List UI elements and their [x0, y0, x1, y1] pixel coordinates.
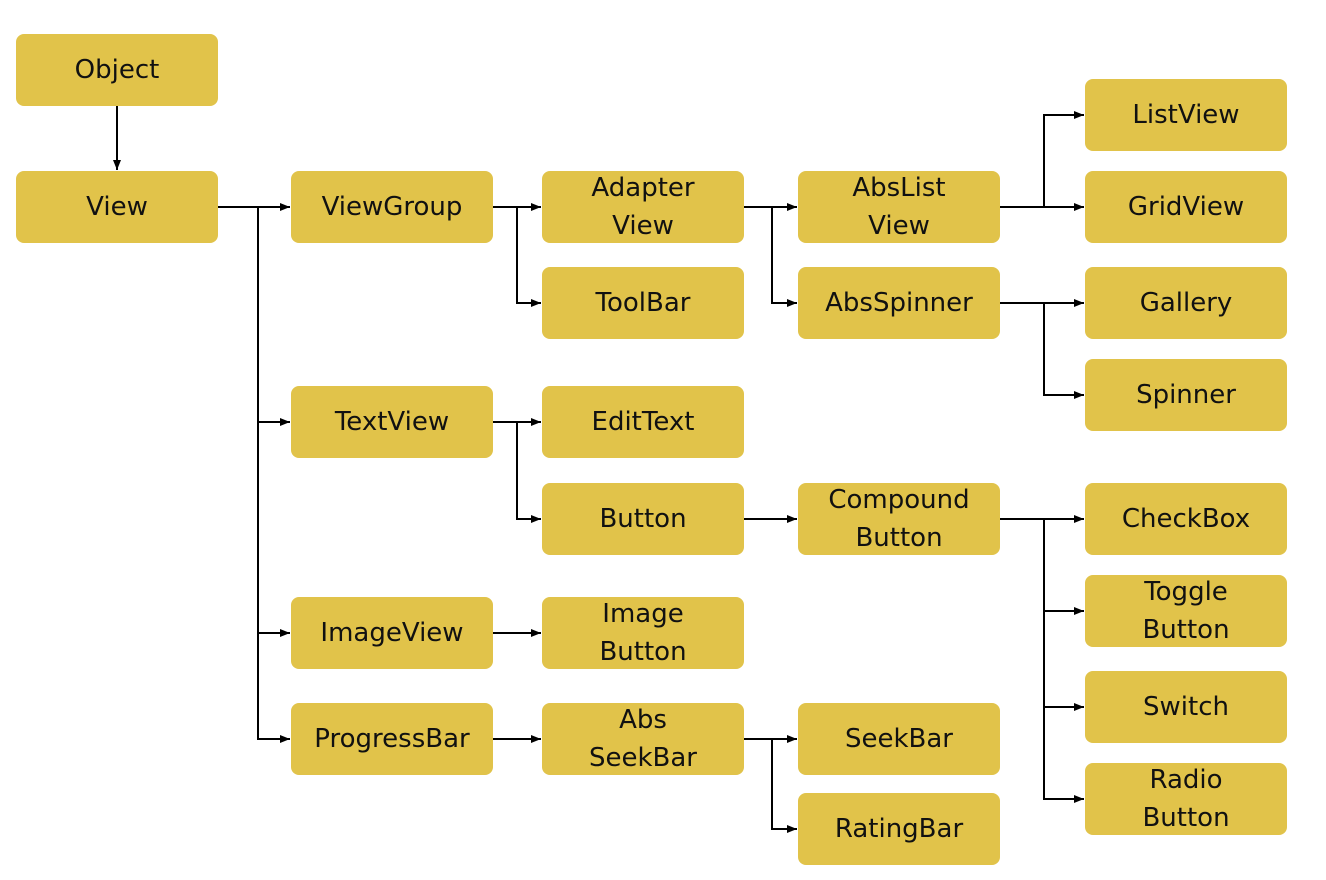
- node-label-line: ProgressBar: [314, 724, 470, 754]
- edge-abslistview-to-listview: [1000, 111, 1084, 208]
- node-label-line: Toggle: [1144, 577, 1228, 607]
- node-label-line: Compound: [828, 485, 970, 515]
- node-label-line: EditText: [591, 407, 695, 437]
- node-seekbar: SeekBar: [798, 703, 1000, 775]
- node-label-line: Adapter: [591, 173, 695, 203]
- node-label-line: Button: [599, 504, 687, 534]
- node-label-line: SeekBar: [588, 743, 697, 773]
- node-gallery: Gallery: [1085, 267, 1287, 339]
- node-spinner: Spinner: [1085, 359, 1287, 431]
- edge-absspinner-to-spinner: [1000, 302, 1084, 399]
- node-viewgroup: ViewGroup: [291, 171, 493, 243]
- node-label-line: ListView: [1132, 100, 1240, 130]
- node-label-line: ImageView: [320, 618, 464, 648]
- node-label-line: AbsList: [852, 173, 946, 203]
- node-toolbar: ToolBar: [542, 267, 744, 339]
- node-gridview: GridView: [1085, 171, 1287, 243]
- node-label-line: Button: [855, 523, 943, 553]
- node-label-line: ViewGroup: [321, 192, 463, 222]
- node-absspinner: AbsSpinner: [798, 267, 1000, 339]
- node-label-line: ToolBar: [595, 288, 691, 318]
- edge-viewgroup-to-toolbar: [493, 206, 541, 307]
- edge-adapterview-to-absspinner: [744, 206, 797, 307]
- node-label-line: Gallery: [1139, 288, 1233, 318]
- node-button: Button: [542, 483, 744, 555]
- node-label-line: GridView: [1127, 192, 1245, 222]
- edge-compoundbutton-to-togglebutton: [1000, 518, 1084, 615]
- node-label-line: SeekBar: [844, 724, 953, 754]
- node-label-line: Radio: [1149, 765, 1223, 795]
- node-label-line: Spinner: [1136, 380, 1236, 410]
- node-label-line: View: [612, 211, 674, 241]
- node-listview: ListView: [1085, 79, 1287, 151]
- node-label-line: Button: [599, 637, 687, 667]
- node-label-line: Image: [602, 599, 684, 629]
- node-imageview: ImageView: [291, 597, 493, 669]
- node-switch: Switch: [1085, 671, 1287, 743]
- node-view: View: [16, 171, 218, 243]
- edge-view-to-textview: [218, 206, 290, 426]
- edge-view-to-imageview: [218, 206, 290, 637]
- edge-compoundbutton-to-radiobutton: [1000, 518, 1084, 803]
- node-label-line: Object: [74, 55, 160, 85]
- node-label-line: Button: [1142, 803, 1230, 833]
- node-label-line: Button: [1142, 615, 1230, 645]
- edge-view-to-progressbar: [218, 206, 290, 743]
- node-label-line: Abs: [619, 705, 667, 735]
- node-object: Object: [16, 34, 218, 106]
- edge-compoundbutton-to-switch: [1000, 518, 1084, 711]
- node-edittext: EditText: [542, 386, 744, 458]
- edge-textview-to-button: [493, 421, 541, 523]
- node-label-line: CheckBox: [1121, 504, 1251, 534]
- node-label-line: TextView: [334, 407, 450, 437]
- node-ratingbar: RatingBar: [798, 793, 1000, 865]
- node-textview: TextView: [291, 386, 493, 458]
- node-progressbar: ProgressBar: [291, 703, 493, 775]
- node-label-line: Switch: [1143, 692, 1229, 722]
- node-checkbox: CheckBox: [1085, 483, 1287, 555]
- edge-absseekbar-to-ratingbar: [744, 738, 797, 833]
- node-label-line: AbsSpinner: [825, 288, 973, 318]
- node-label-line: View: [868, 211, 930, 241]
- node-label-line: RatingBar: [834, 814, 964, 844]
- node-label-line: View: [86, 192, 148, 222]
